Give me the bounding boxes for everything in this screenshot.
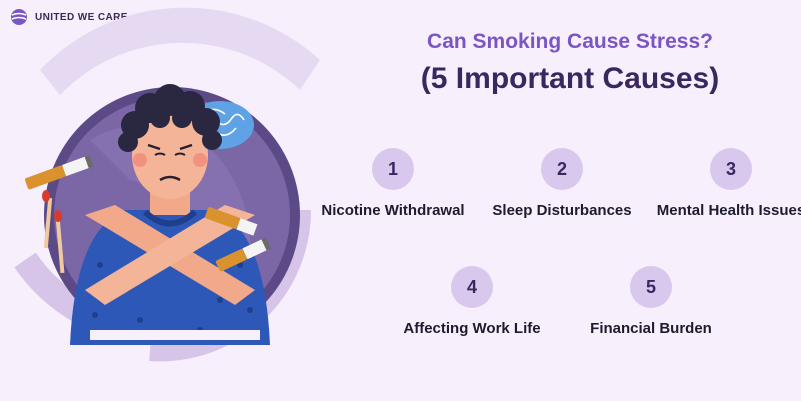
cause-item: 5 Financial Burden [571,266,731,338]
cause-label: Sleep Disturbances [492,202,632,219]
cause-label: Nicotine Withdrawal [321,202,465,219]
cause-number-badge: 3 [710,148,752,190]
page-subtitle: (5 Important Causes) [420,62,720,95]
stressed-man-illustration [14,7,320,362]
globe-icon [11,9,27,25]
brand-logo: UNITED WE CARE [10,8,128,26]
cause-number-badge: 2 [541,148,583,190]
cause-number-badge: 1 [372,148,414,190]
cause-label: Mental Health Issues [656,202,801,219]
cause-item: 3 Mental Health Issues [651,148,801,220]
cause-number-badge: 5 [630,266,672,308]
cause-label: Affecting Work Life [403,320,541,337]
cause-item: 1 Nicotine Withdrawal [313,148,473,220]
cause-item: 2 Sleep Disturbances [482,148,642,220]
cause-number-badge: 4 [451,266,493,308]
cause-item: 4 Affecting Work Life [392,266,552,338]
brand-name: UNITED WE CARE [35,11,128,23]
page-title: Can Smoking Cause Stress? [427,30,713,53]
cause-label: Financial Burden [590,320,712,337]
